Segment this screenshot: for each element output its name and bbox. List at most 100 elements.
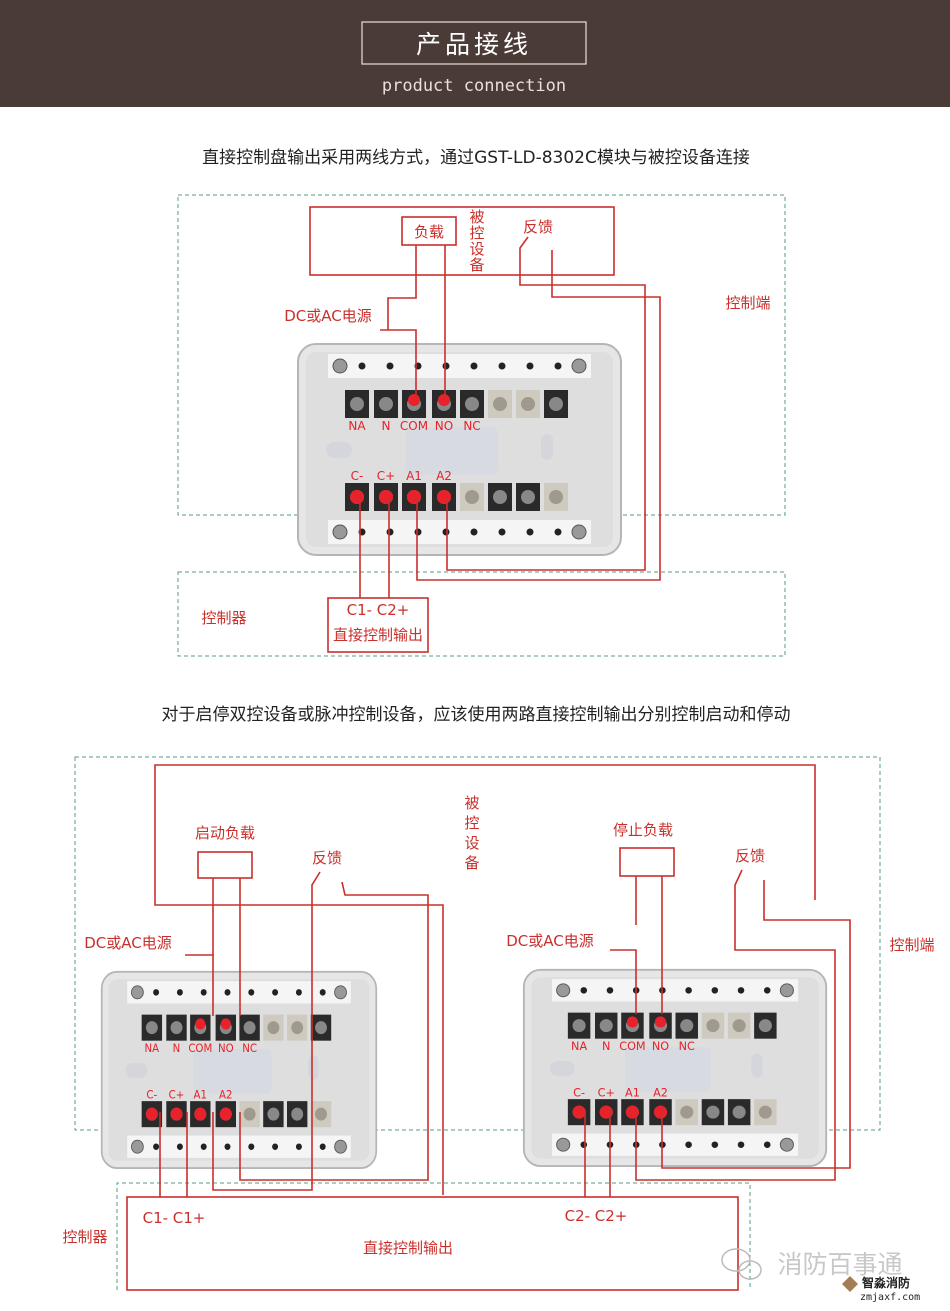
hole-icon [319,989,326,996]
hole-icon [248,1143,255,1150]
terminal-label: C+ [598,1086,615,1099]
power-left-label: DC或AC电源 [84,934,172,952]
feedback-label: 反馈 [523,218,553,236]
module-window [193,1049,272,1094]
brand-logo-icon [842,1276,858,1292]
module-slot [550,1061,575,1076]
power-label: DC或AC电源 [284,307,372,325]
section2-caption: 对于启停双控设备或脉冲控制设备，应该使用两路直接控制输出分别控制启动和停动 [162,704,791,725]
hole-icon [358,362,366,370]
terminal-dot [572,1105,586,1119]
hole-icon [554,362,562,370]
terminal-dot [219,1107,232,1121]
terminal-screw [291,1021,304,1035]
watermark-text: 消防百事通 [777,1250,902,1279]
screw-icon [556,983,571,998]
screw-icon [556,1137,571,1152]
hole-icon [386,528,394,536]
terminal-strip [328,354,591,378]
hole-icon [295,989,302,996]
hole-icon [606,987,614,994]
module-slot [125,1063,148,1078]
control-end-zone-2 [74,756,881,1131]
wire [387,245,417,330]
wire [239,881,429,1181]
hole-icon [200,989,207,996]
controlled-device-box-2 [154,764,816,900]
wire [635,869,836,1181]
wire [446,236,646,571]
screw-icon [332,358,348,374]
terminal-dot [653,1105,668,1119]
output-label: 直接控制输出 [333,626,423,644]
terminal-screw [267,1021,280,1035]
screw-icon [571,358,587,374]
wires-section1 [359,236,661,598]
wires-section2 [154,869,851,1197]
terminal-dot [626,1016,639,1028]
terminal-label: A1 [406,469,422,483]
device-char: 备 [469,256,484,274]
terminal-label: NA [145,1041,160,1055]
screw-icon [334,985,347,1000]
terminal-dot [170,1107,183,1121]
device-label-2: 被 控 设 备 [464,794,479,872]
hole-icon [711,987,719,994]
hole-icon [224,989,231,996]
screw-icon [779,1137,794,1152]
hole-icon [470,528,478,536]
terminal-label: NO [218,1041,234,1055]
terminal-screw [291,1107,304,1121]
wire [661,880,851,1169]
control-end-zone [177,194,786,516]
terminal-screw [599,1019,613,1033]
terminal-screw [732,1105,746,1119]
controller-zone [177,571,786,657]
terminal-screw [350,397,364,411]
wire [212,871,321,1191]
module-slot [751,1053,763,1078]
wire [610,949,637,1014]
terminal-label: NC [242,1041,257,1055]
hole-icon [295,1143,302,1150]
terminal-screw [680,1105,694,1119]
title-frame [361,21,587,65]
terminal-screw [315,1021,327,1035]
hole-icon [685,1141,692,1148]
terminal-dot [625,1105,639,1119]
terminal-screw [758,1019,772,1033]
feedback-right-label: 反馈 [735,847,765,865]
terminal-screw [465,490,479,504]
terminal-screw [706,1019,720,1033]
terminal-screw [572,1019,586,1033]
hole-icon [200,1143,207,1150]
terminal-screw [493,490,507,504]
output-terminals: C1- C2+ [347,601,410,619]
hole-icon [153,1143,160,1150]
brand-url: zmjaxf.com [860,1292,920,1303]
terminal-dot [379,490,393,504]
device-char: 设 [469,240,484,258]
terminal-dot [437,490,451,504]
terminal-dot [654,1016,667,1028]
wire [185,878,214,956]
terminal-strip [127,981,351,1004]
terminal-label: C+ [169,1088,185,1102]
controller-label-2: 控制器 [62,1228,107,1246]
hole-icon [176,989,183,996]
terminal-dot [599,1105,613,1119]
page-subtitle: product connection [382,76,566,96]
hole-icon [272,989,279,996]
terminal-strip [127,1135,351,1158]
terminal-label: N [173,1041,181,1055]
terminal-label: COM [619,1040,645,1053]
terminal-strip [551,979,799,1002]
feedback-left-label: 反馈 [312,849,342,867]
device-char: 设 [464,834,479,852]
hole-icon [176,1143,183,1150]
terminal-label: A1 [194,1088,207,1102]
device-char: 被 [469,208,484,226]
terminal-strip [551,1133,799,1156]
